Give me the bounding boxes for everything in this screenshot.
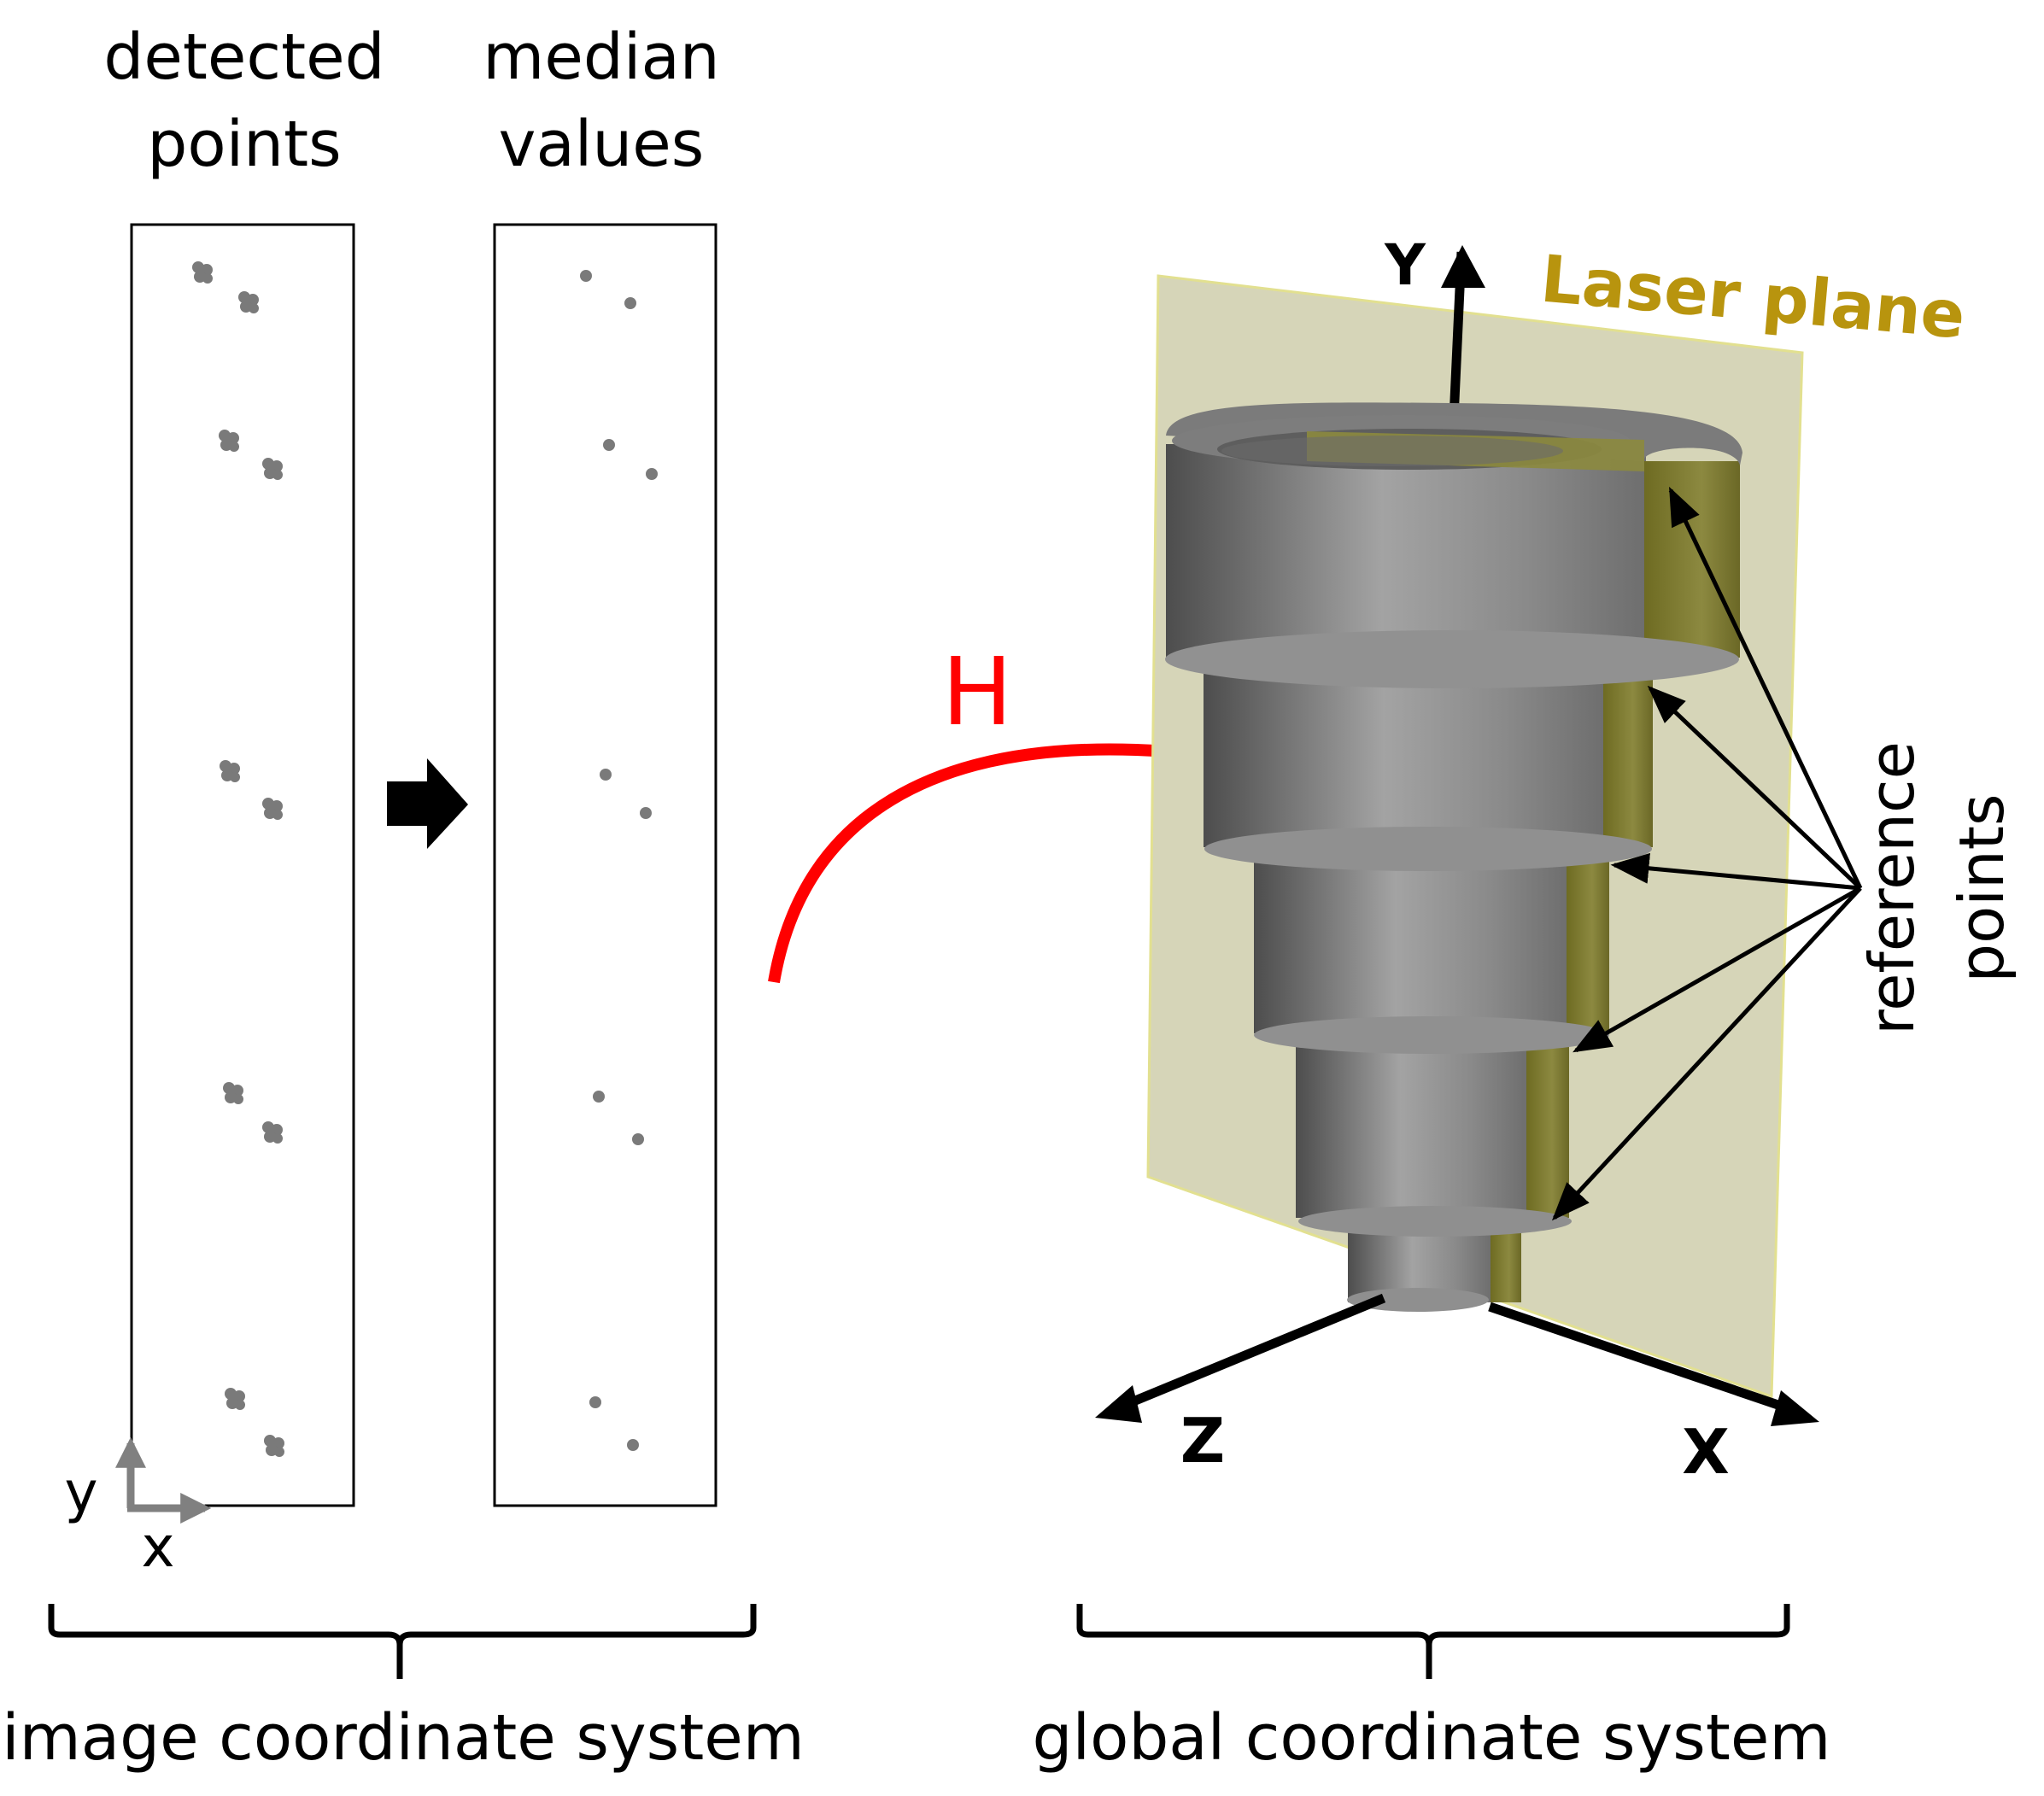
- left-brace: [48, 1604, 757, 1679]
- reference-arrow: [1551, 886, 1862, 1221]
- left-caption: image coordinate system: [2, 1701, 805, 1775]
- point-cluster: [220, 760, 240, 782]
- detected-title-line1: detected: [103, 20, 384, 94]
- reference-label-line2: points: [1946, 793, 2018, 982]
- median-title-line1: median: [483, 20, 719, 94]
- median-point: [593, 1091, 605, 1103]
- point-cluster: [238, 291, 259, 313]
- point-cluster: [262, 458, 283, 480]
- median-title-line2: values: [499, 108, 705, 181]
- global-y-label: Y: [1384, 232, 1426, 298]
- point-cluster: [192, 261, 213, 284]
- median-points: [580, 270, 658, 1451]
- block-arrow-icon: [387, 758, 468, 849]
- point-cluster: [262, 798, 283, 820]
- transform-label: H: [942, 637, 1013, 746]
- point-cluster: [262, 1121, 283, 1144]
- point-cluster: [225, 1388, 245, 1410]
- median-point: [580, 270, 592, 282]
- median-point: [646, 468, 658, 480]
- global-x-arrowhead-icon: [1771, 1390, 1819, 1426]
- median-values-box: [493, 223, 717, 1507]
- reference-arrow: [1647, 685, 1862, 890]
- median-point: [600, 769, 612, 781]
- global-z-label: Z: [1180, 1405, 1225, 1477]
- reference-arrow: [1573, 886, 1862, 1053]
- global-x-label: X: [1682, 1416, 1730, 1488]
- image-axis-y-label: y: [64, 1460, 97, 1525]
- detected-points-box: [130, 223, 355, 1507]
- median-point: [632, 1133, 644, 1145]
- global-x-axis: [1488, 1302, 1800, 1417]
- point-cluster: [223, 1082, 243, 1104]
- median-point: [603, 439, 615, 451]
- global-y-arrowhead-icon: [1441, 245, 1485, 288]
- reference-arrow: [1610, 852, 1861, 891]
- right-caption: global coordinate system: [1033, 1701, 1831, 1775]
- cylinder-tier: [1204, 658, 1605, 847]
- median-point: [589, 1396, 601, 1408]
- stepped-cylinder: [1165, 402, 1742, 1312]
- point-cluster: [219, 430, 239, 452]
- image-axes: [115, 1436, 212, 1524]
- cylinder-tier: [1254, 845, 1568, 1033]
- median-point: [624, 297, 636, 309]
- global-z-axis: [1112, 1293, 1386, 1414]
- right-brace: [1076, 1604, 1790, 1679]
- detected-title-line2: points: [147, 108, 341, 181]
- median-point: [640, 807, 652, 819]
- reference-label-line1: reference: [1856, 741, 1928, 1035]
- detected-points-clusters: [192, 261, 284, 1457]
- reference-arrow: [1668, 486, 1863, 890]
- image-axis-x-label: x: [141, 1514, 174, 1580]
- global-z-arrowhead-icon: [1095, 1385, 1142, 1423]
- cylinder-tier: [1296, 1032, 1528, 1218]
- cylinder-tier: [1166, 444, 1646, 658]
- median-point: [627, 1439, 639, 1451]
- reference-arrows: [1551, 486, 1863, 1221]
- point-cluster: [264, 1435, 284, 1457]
